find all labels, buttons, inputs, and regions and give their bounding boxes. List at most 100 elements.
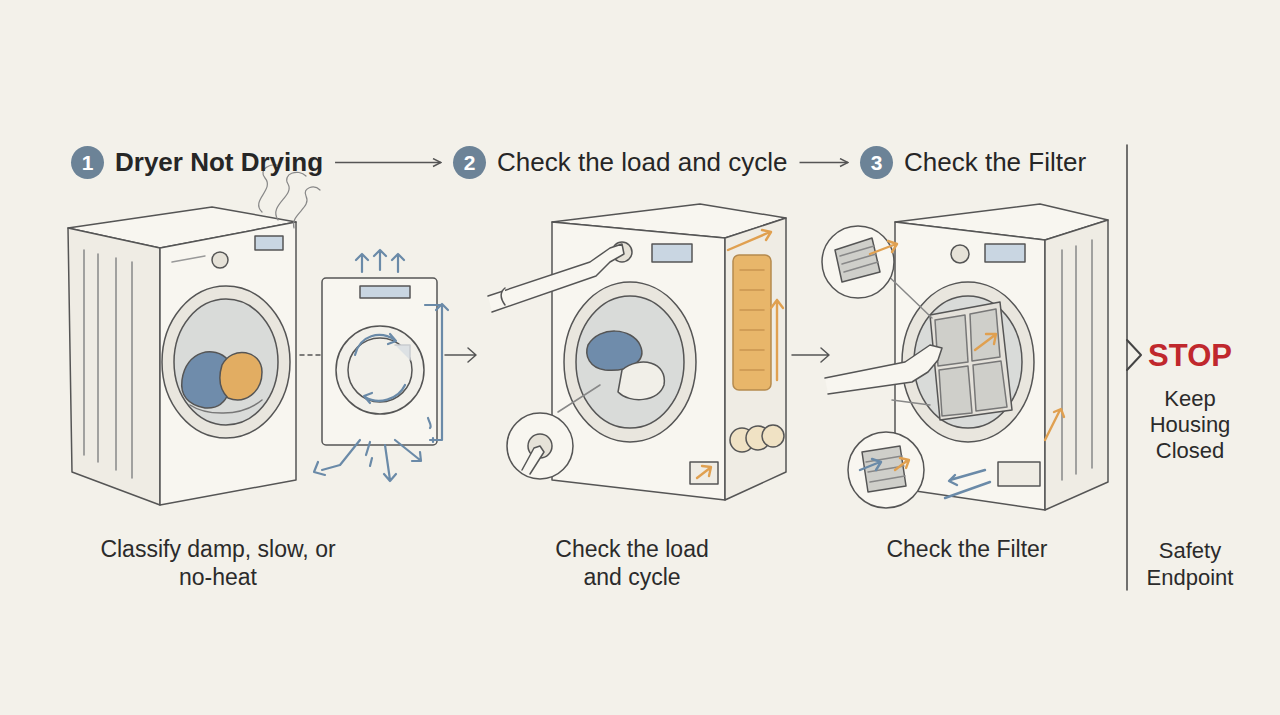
- dryer-sketch: [985, 244, 1025, 262]
- dryer-sketch: [552, 204, 786, 500]
- dryer-sketch: [998, 462, 1040, 486]
- step-caption: Check the load and cycle: [537, 535, 727, 591]
- step-caption: Check the Filter: [867, 535, 1067, 563]
- airflow-arrows: [374, 250, 386, 270]
- inset-filter: [822, 226, 932, 508]
- flow-arrows: [975, 334, 996, 350]
- heat-arrows: [697, 230, 783, 478]
- dryer-sketch: [255, 236, 283, 250]
- illustration: [68, 145, 1141, 590]
- dryer-sketch: [68, 207, 296, 505]
- dryer-sketch: [552, 222, 725, 500]
- heat-arrows: [697, 466, 711, 478]
- flow-connector: [800, 162, 848, 164]
- dryer-sketch: [160, 222, 296, 505]
- flow-arrow: [445, 348, 476, 362]
- airflow-arrows: [366, 442, 372, 466]
- airflow-arrows: [428, 418, 433, 442]
- inset-filter: [822, 226, 894, 298]
- dryer-sketch: [576, 296, 684, 428]
- hand-sketch: [488, 244, 624, 312]
- step-caption: Classify damp, slow, or no-heat: [98, 535, 338, 591]
- airflow-schematic: [336, 326, 424, 414]
- step-number: 2: [453, 146, 486, 179]
- flow-arrows: [870, 241, 897, 254]
- step-number: 1: [71, 146, 104, 179]
- inset-filter: [892, 400, 930, 405]
- endpoint-label: Safety Endpoint: [1140, 537, 1240, 591]
- lint-filter: [930, 302, 1012, 420]
- dryer-sketch: [172, 256, 205, 262]
- dryer-sketch: [951, 245, 969, 263]
- dryer-sketch: [690, 462, 718, 484]
- divider-line: [1126, 145, 1128, 590]
- divider-chevron: [1127, 340, 1141, 370]
- flow-arrows: [860, 241, 1064, 498]
- inset-knob: [558, 385, 600, 412]
- dryer-sketch: [162, 286, 290, 438]
- airflow-arrows: [356, 254, 368, 272]
- dryer-sketch: [725, 218, 786, 500]
- hand-sketch: [501, 288, 505, 305]
- hand-sketch: [488, 244, 624, 312]
- hand-sketch: [825, 345, 942, 394]
- dryer-sketch: [618, 362, 664, 400]
- dryer-sketch: [733, 255, 771, 390]
- dryer-sketch: [1045, 220, 1108, 510]
- airflow-arrows: [395, 440, 421, 461]
- airflow-schematic: [360, 286, 410, 298]
- inset-filter: [862, 446, 906, 492]
- dryer-sketch: [1062, 240, 1092, 480]
- dashed-link: [300, 354, 322, 356]
- lint-filter: [930, 302, 1012, 420]
- lint-filter: [935, 309, 1007, 416]
- flow-arrow: [792, 348, 829, 362]
- dryer-sketch: [190, 400, 262, 413]
- step-node: 1 Dryer Not Drying: [71, 146, 323, 179]
- flow-arrows: [860, 459, 881, 470]
- safety-note: Keep Housing Closed: [1140, 386, 1240, 464]
- dryer-sketch: [220, 352, 262, 399]
- airflow-arrows: [364, 385, 405, 403]
- flow-connector: [335, 162, 441, 164]
- dryer-sketch: [564, 282, 696, 442]
- airflow-arrows: [314, 440, 360, 475]
- flow-arrows: [1045, 409, 1064, 440]
- flow-arrows: [945, 470, 990, 498]
- step-heading: Check the load and cycle: [497, 147, 788, 178]
- airflow-arrows: [392, 254, 404, 272]
- flow-arrows: [895, 458, 909, 470]
- stop-label: STOP: [1140, 338, 1240, 374]
- inset-knob: [507, 385, 600, 479]
- airflow-schematic: [322, 278, 437, 445]
- dryer-sketch: [652, 244, 692, 262]
- dryer-sketch: [762, 425, 784, 447]
- inset-knob: [522, 446, 544, 474]
- dryer-sketch: [68, 228, 160, 505]
- steam-wisps: [276, 172, 306, 220]
- airflow-arrows: [314, 250, 448, 481]
- step-heading: Check the Filter: [904, 147, 1086, 178]
- airflow-schematic: [322, 278, 437, 445]
- step-node: 2 Check the load and cycle: [453, 146, 788, 179]
- heat-arrows: [771, 300, 783, 380]
- airflow-schematic: [395, 345, 410, 360]
- heat-arrows: [728, 230, 771, 250]
- hand-sketch: [825, 345, 942, 394]
- step-heading: Dryer Not Drying: [115, 147, 323, 178]
- inset-filter: [848, 432, 924, 508]
- dryer-sketch: [740, 270, 764, 370]
- steam-wisps: [294, 187, 320, 228]
- dryer-sketch: [174, 299, 278, 425]
- step-node: 3 Check the Filter: [860, 146, 1086, 179]
- airflow-arrows: [355, 334, 396, 355]
- dryer-sketch: [84, 250, 132, 478]
- step-number: 3: [860, 146, 893, 179]
- inset-filter: [840, 246, 878, 272]
- inset-filter: [835, 238, 880, 282]
- dryer-sketch: [212, 252, 228, 268]
- inset-knob: [507, 413, 573, 479]
- airflow-arrows: [384, 445, 396, 481]
